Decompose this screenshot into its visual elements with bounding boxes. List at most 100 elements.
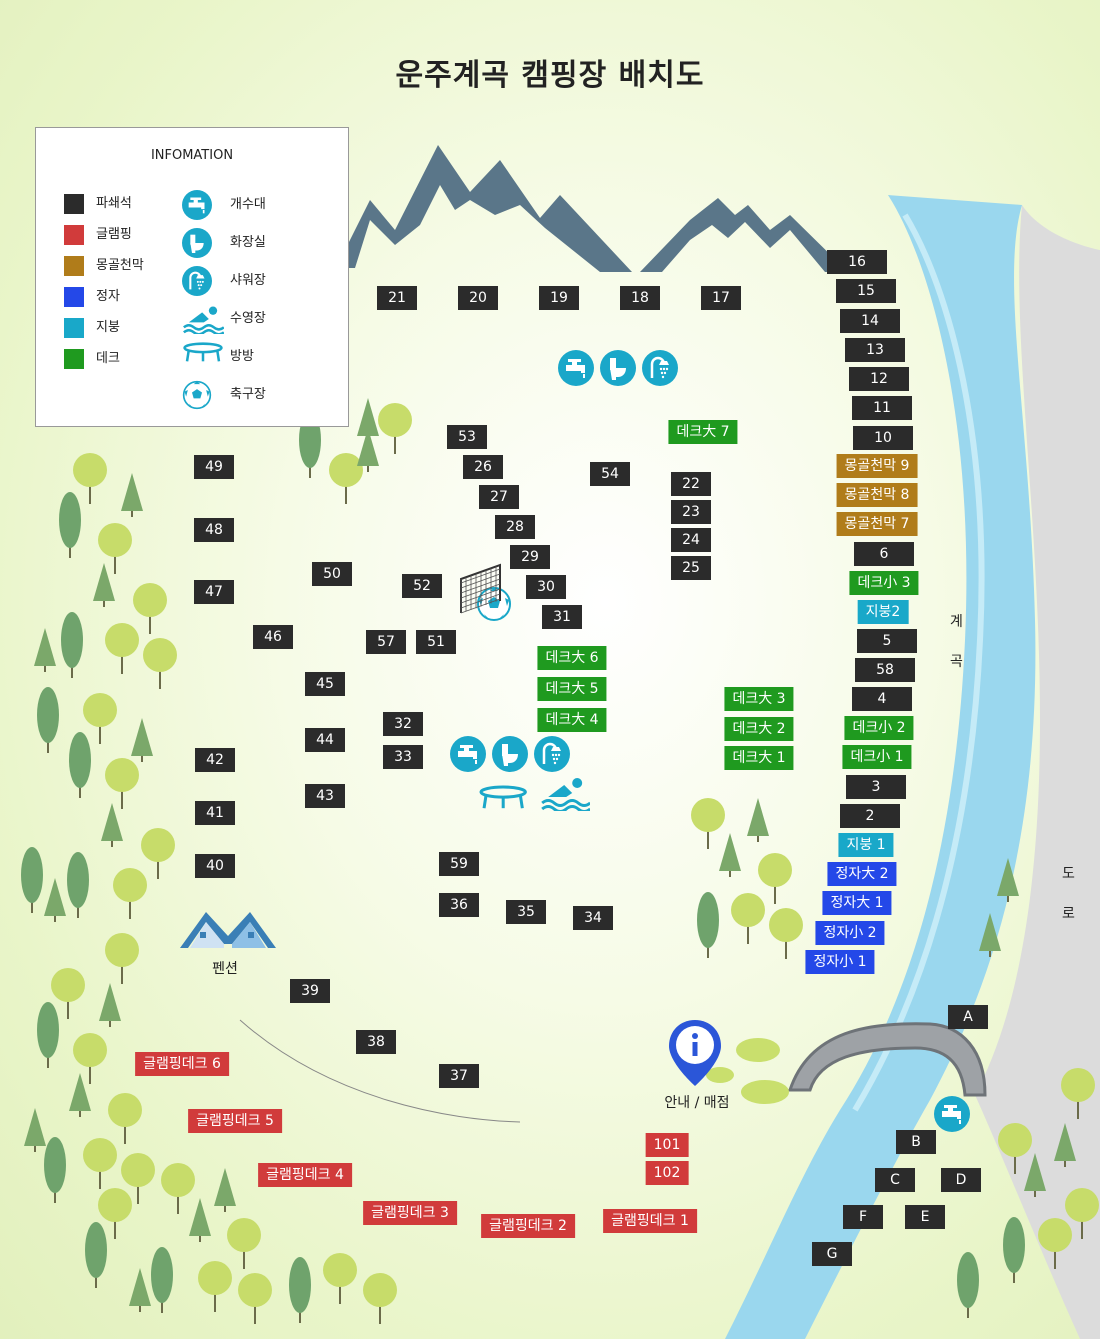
- campsite-몽골천막-9[interactable]: 몽골천막 9: [836, 454, 918, 478]
- campsite-30[interactable]: 30: [526, 575, 566, 599]
- campsite-글램핑데크-4[interactable]: 글램핑데크 4: [258, 1163, 352, 1187]
- campsite-4[interactable]: 4: [852, 687, 912, 711]
- campsite-15[interactable]: 15: [836, 279, 896, 303]
- campsite-38[interactable]: 38: [356, 1030, 396, 1054]
- campsite-5[interactable]: 5: [857, 629, 917, 653]
- campsite-24[interactable]: 24: [671, 528, 711, 552]
- campsite-33[interactable]: 33: [383, 745, 423, 769]
- campsite-정자小-2[interactable]: 정자小 2: [815, 921, 885, 945]
- tall-tree: [61, 612, 83, 678]
- campsite-59[interactable]: 59: [439, 852, 479, 876]
- campsite-글램핑데크-3[interactable]: 글램핑데크 3: [363, 1201, 457, 1225]
- campsite-42[interactable]: 42: [195, 748, 235, 772]
- campsite-21[interactable]: 21: [377, 286, 417, 310]
- campsite-몽골천막-8[interactable]: 몽골천막 8: [836, 483, 918, 507]
- campsite-54[interactable]: 54: [590, 462, 630, 486]
- campsite-글램핑데크-2[interactable]: 글램핑데크 2: [481, 1214, 575, 1238]
- campsite-12[interactable]: 12: [849, 367, 909, 391]
- campsite-몽골천막-7[interactable]: 몽골천막 7: [836, 512, 918, 536]
- campsite-데크小-2[interactable]: 데크小 2: [844, 716, 914, 740]
- campsite-19[interactable]: 19: [539, 286, 579, 310]
- campsite-44[interactable]: 44: [305, 728, 345, 752]
- campsite-37[interactable]: 37: [439, 1064, 479, 1088]
- info-pin-icon[interactable]: [667, 1018, 723, 1092]
- campsite-데크小-3[interactable]: 데크小 3: [849, 571, 919, 595]
- campsite-글램핑데크-5[interactable]: 글램핑데크 5: [188, 1109, 282, 1133]
- campsite-20[interactable]: 20: [458, 286, 498, 310]
- soccer-ball-icon: [182, 380, 212, 410]
- campsite-데크大-1[interactable]: 데크大 1: [724, 746, 794, 770]
- campsite-31[interactable]: 31: [542, 605, 582, 629]
- campsite-34[interactable]: 34: [573, 906, 613, 930]
- campsite-28[interactable]: 28: [495, 515, 535, 539]
- tall-tree: [44, 1137, 66, 1203]
- campsite-정자大-1[interactable]: 정자大 1: [822, 891, 892, 915]
- campsite-14[interactable]: 14: [840, 309, 900, 333]
- campsite-데크大-5[interactable]: 데크大 5: [537, 677, 607, 701]
- campsite-43[interactable]: 43: [305, 784, 345, 808]
- campsite-18[interactable]: 18: [620, 286, 660, 310]
- pine-tree: [34, 628, 56, 672]
- campsite-48[interactable]: 48: [194, 518, 234, 542]
- campsite-102[interactable]: 102: [645, 1161, 689, 1185]
- campsite-지붕-1[interactable]: 지붕 1: [838, 833, 894, 857]
- campsite-53[interactable]: 53: [447, 425, 487, 449]
- campsite-B[interactable]: B: [896, 1130, 936, 1154]
- campsite-데크大-2[interactable]: 데크大 2: [724, 717, 794, 741]
- campsite-17[interactable]: 17: [701, 286, 741, 310]
- campsite-글램핑데크-1[interactable]: 글램핑데크 1: [603, 1209, 697, 1233]
- campsite-50[interactable]: 50: [312, 562, 352, 586]
- tall-tree: [69, 732, 91, 798]
- campsite-16[interactable]: 16: [827, 250, 887, 274]
- campsite-F[interactable]: F: [843, 1205, 883, 1229]
- campsite-22[interactable]: 22: [671, 472, 711, 496]
- campsite-데크大-3[interactable]: 데크大 3: [724, 687, 794, 711]
- campsite-2[interactable]: 2: [840, 804, 900, 828]
- campsite-52[interactable]: 52: [402, 574, 442, 598]
- campsite-A[interactable]: A: [948, 1005, 988, 1029]
- campsite-10[interactable]: 10: [853, 426, 913, 450]
- campsite-29[interactable]: 29: [510, 545, 550, 569]
- campsite-46[interactable]: 46: [253, 625, 293, 649]
- campsite-25[interactable]: 25: [671, 556, 711, 580]
- round-tree: [98, 1188, 132, 1239]
- campsite-11[interactable]: 11: [852, 396, 912, 420]
- campsite-41[interactable]: 41: [195, 801, 235, 825]
- campsite-51[interactable]: 51: [416, 630, 456, 654]
- campsite-정자大-2[interactable]: 정자大 2: [827, 862, 897, 886]
- campsite-13[interactable]: 13: [845, 338, 905, 362]
- campsite-47[interactable]: 47: [194, 580, 234, 604]
- tall-tree: [21, 847, 43, 913]
- campsite-D[interactable]: D: [941, 1168, 981, 1192]
- legend-facility-label: 화장실: [230, 235, 266, 250]
- campsite-58[interactable]: 58: [855, 658, 915, 682]
- campsite-글램핑데크-6[interactable]: 글램핑데크 6: [135, 1052, 229, 1076]
- campsite-36[interactable]: 36: [439, 893, 479, 917]
- campsite-40[interactable]: 40: [195, 854, 235, 878]
- campsite-데크大-6[interactable]: 데크大 6: [537, 646, 607, 670]
- campsite-데크大-4[interactable]: 데크大 4: [537, 708, 607, 732]
- campsite-데크大-7[interactable]: 데크大 7: [668, 420, 738, 444]
- legend-type-label: 정자: [96, 289, 120, 304]
- campsite-49[interactable]: 49: [194, 455, 234, 479]
- campsite-35[interactable]: 35: [506, 900, 546, 924]
- campsite-27[interactable]: 27: [479, 485, 519, 509]
- campsite-23[interactable]: 23: [671, 500, 711, 524]
- campsite-E[interactable]: E: [905, 1205, 945, 1229]
- campsite-32[interactable]: 32: [383, 712, 423, 736]
- campsite-39[interactable]: 39: [290, 979, 330, 1003]
- campsite-101[interactable]: 101: [645, 1133, 689, 1157]
- campsite-지붕2[interactable]: 지붕2: [857, 600, 909, 624]
- campsite-45[interactable]: 45: [305, 672, 345, 696]
- campsite-6[interactable]: 6: [854, 542, 914, 566]
- campsite-57[interactable]: 57: [366, 630, 406, 654]
- campsite-3[interactable]: 3: [846, 775, 906, 799]
- campsite-26[interactable]: 26: [463, 455, 503, 479]
- campsite-C[interactable]: C: [875, 1168, 915, 1192]
- legend-type-label: 지붕: [96, 320, 120, 335]
- campsite-G[interactable]: G: [812, 1242, 852, 1266]
- campsite-정자小-1[interactable]: 정자小 1: [805, 950, 875, 974]
- campsite-데크小-1[interactable]: 데크小 1: [842, 745, 912, 769]
